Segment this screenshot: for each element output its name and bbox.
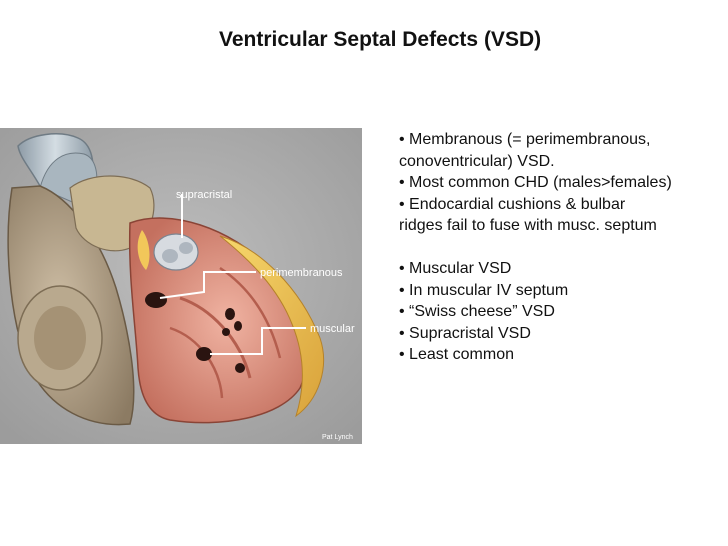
muscular-defect xyxy=(196,347,212,361)
muscular-defect xyxy=(235,363,245,373)
bullet-line: • In muscular IV septum xyxy=(399,281,569,299)
bullet-line: • Supracristal VSD xyxy=(399,324,531,342)
bullet-list: • Membranous (= perimembranous, conovent… xyxy=(399,129,672,366)
trabecula xyxy=(179,296,252,379)
bullet-line: conoventricular) VSD. xyxy=(399,152,555,170)
slide-title: Ventricular Septal Defects (VSD) xyxy=(219,28,542,51)
muscular-defect xyxy=(222,328,230,336)
muscular-defect xyxy=(234,321,242,331)
perimembranous-pointer xyxy=(159,271,256,299)
bullet-line: • Most common CHD (males>females) xyxy=(399,174,672,191)
trabecula xyxy=(219,266,282,359)
perimembranous-defect xyxy=(145,292,167,308)
bullet-line: • Membranous (= perimembranous, xyxy=(399,131,651,148)
bullet-line: • Muscular VSD xyxy=(399,260,512,277)
epicardial-fat xyxy=(219,235,324,418)
valve-leaflet xyxy=(162,249,178,263)
fat-pad xyxy=(137,230,150,270)
bullet-spacer xyxy=(399,237,672,259)
heart-illustration: supracristal perimembranous muscular Pat… xyxy=(0,128,362,444)
supracristal-label: supracristal xyxy=(176,189,232,201)
valve-leaflet xyxy=(179,242,193,254)
bullet-line: • “Swiss cheese” VSD xyxy=(399,303,555,320)
muscular-defect xyxy=(225,308,235,320)
left-chamber-inner xyxy=(34,306,86,370)
bullet-line: ridges fail to fuse with musc. septum xyxy=(399,217,657,234)
muscular-label: muscular xyxy=(310,323,355,335)
muscular-pointer xyxy=(210,327,306,355)
perimembranous-label: perimembranous xyxy=(260,267,343,279)
illustration-credit: Pat Lynch xyxy=(322,434,353,441)
bullet-line: • Least common xyxy=(399,346,514,363)
bullet-line: • Endocardial cushions & bulbar xyxy=(399,195,626,213)
